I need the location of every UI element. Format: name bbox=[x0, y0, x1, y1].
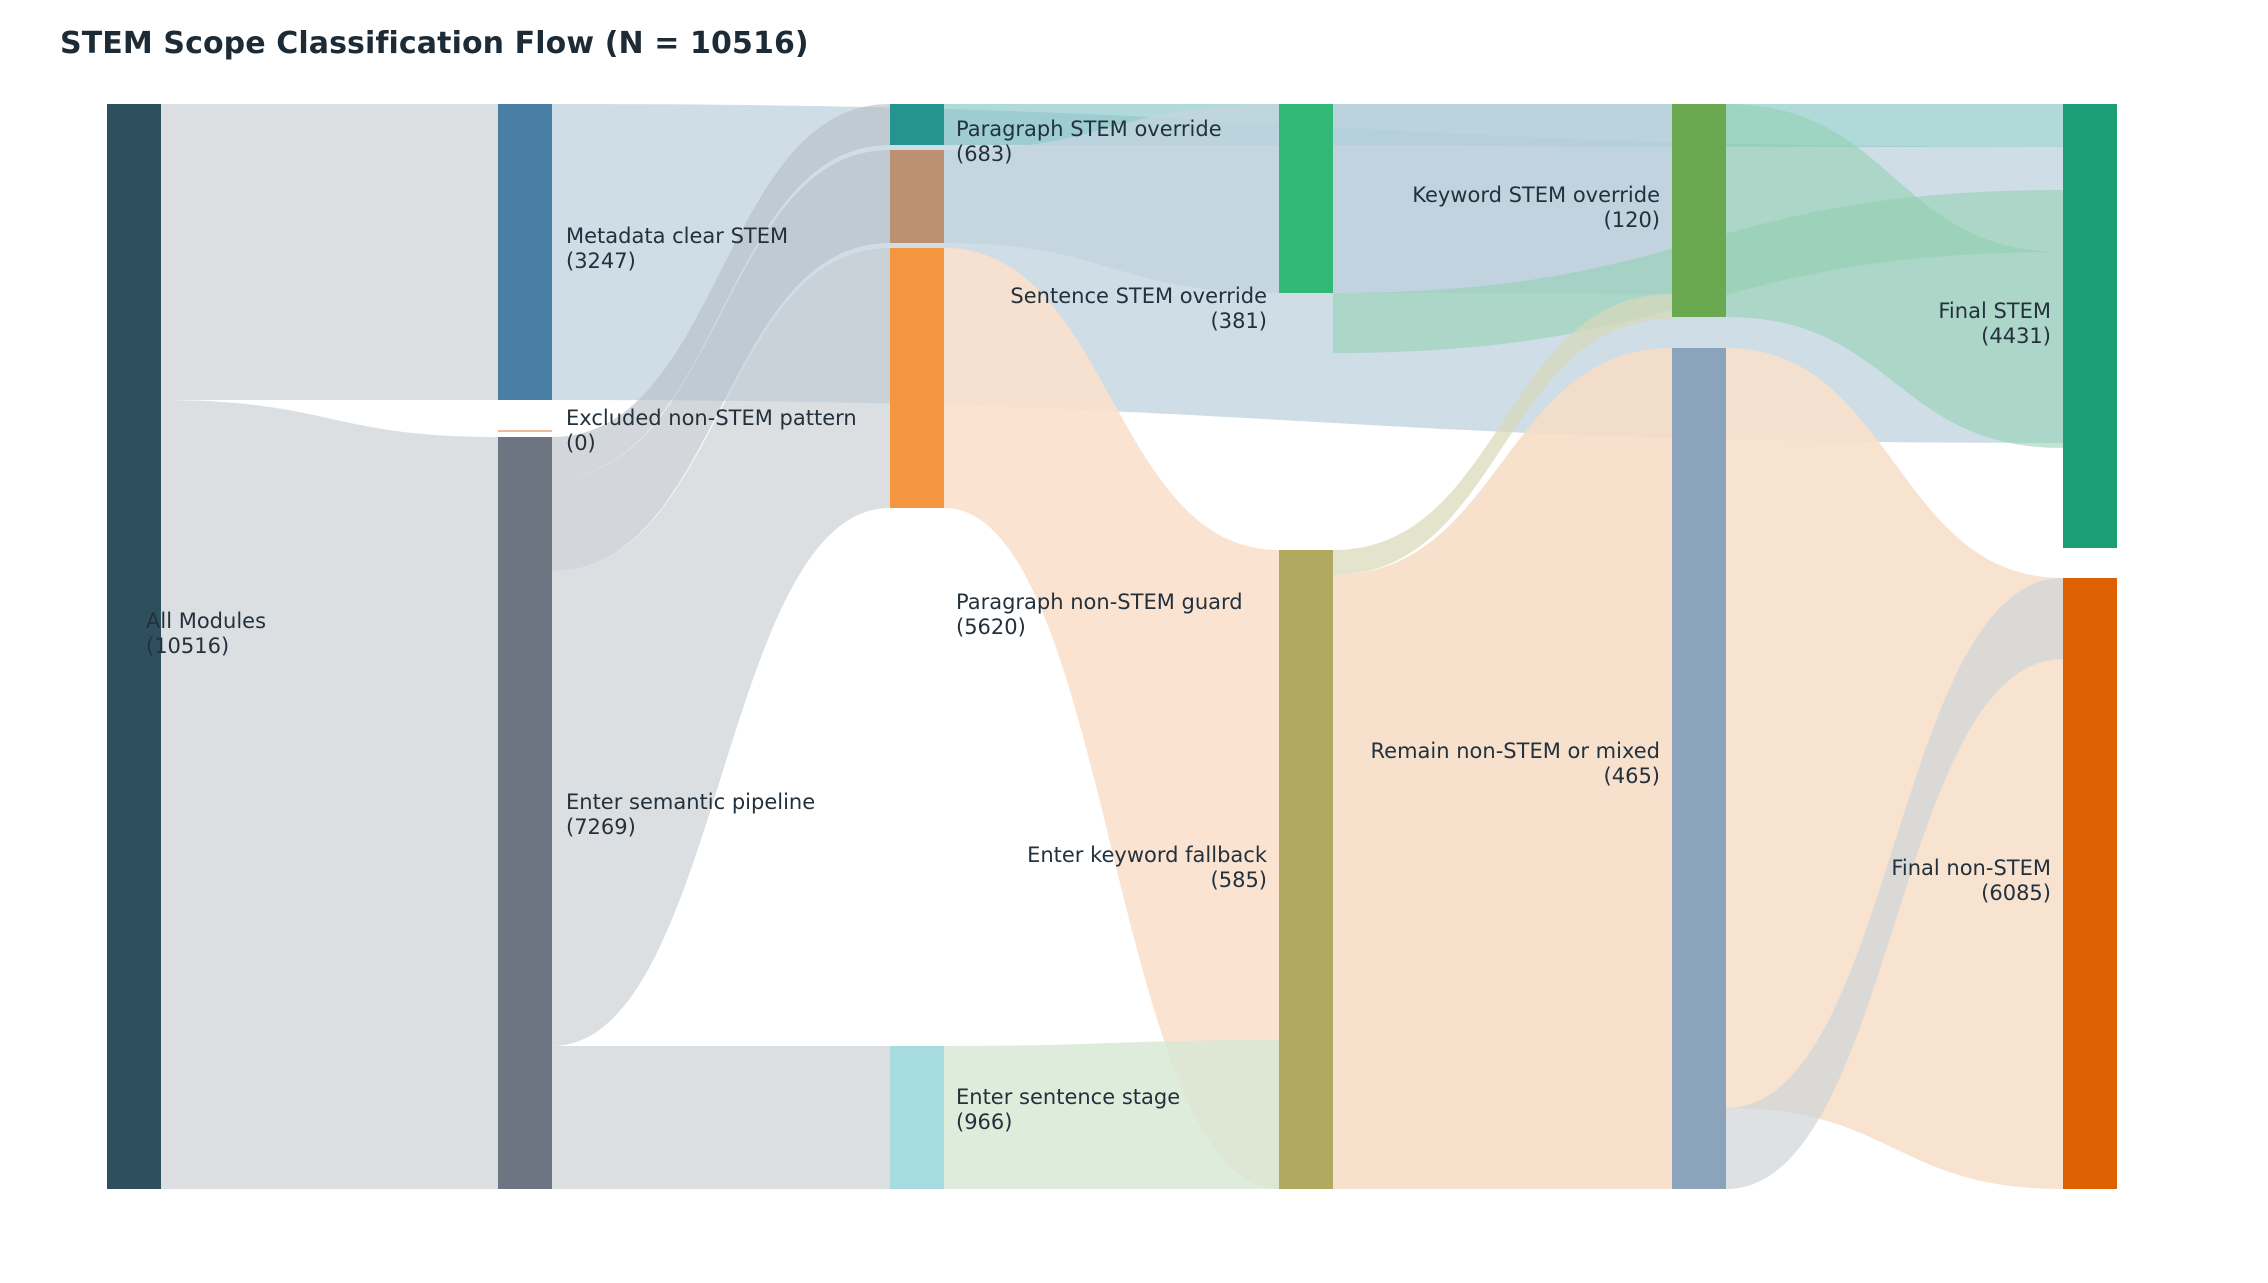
sankey-nodes-layer bbox=[107, 104, 2117, 1189]
sankey-node-remain_nonstem[interactable] bbox=[1672, 348, 1726, 1189]
sankey-link bbox=[552, 1046, 890, 1189]
sankey-node-label-para_guard: Paragraph non-STEM guard(5620) bbox=[956, 590, 1243, 639]
sankey-node-label-sent_stem: Sentence STEM override(381) bbox=[1010, 284, 1267, 333]
sankey-node-excluded_pattern[interactable] bbox=[498, 430, 552, 432]
sankey-node-label-sent_stage: Enter sentence stage(966) bbox=[956, 1085, 1180, 1134]
sankey-node-label-semantic_pipe: Enter semantic pipeline(7269) bbox=[566, 790, 815, 839]
sankey-link bbox=[1333, 104, 1672, 294]
sankey-labels-layer: All Modules(10516) Metadata clear STEM(32… bbox=[146, 117, 2051, 1134]
sankey-link bbox=[1726, 348, 2063, 1189]
sankey-node-metadata_stem[interactable] bbox=[498, 104, 552, 400]
sankey-node-sent_stem_src[interactable] bbox=[890, 150, 944, 243]
sankey-links-layer bbox=[161, 104, 2063, 1189]
sankey-node-semantic_pipe[interactable] bbox=[498, 437, 552, 1189]
page-title: STEM Scope Classification Flow (N = 1051… bbox=[60, 26, 809, 61]
sankey-node-keyword_stem[interactable] bbox=[1672, 104, 1726, 317]
sankey-node-para_guard[interactable] bbox=[890, 248, 944, 508]
sankey-link bbox=[552, 248, 890, 1046]
sankey-node-label-excluded_pattern: Excluded non-STEM pattern(0) bbox=[566, 406, 857, 455]
sankey-link bbox=[161, 400, 498, 1189]
sankey-node-all_modules[interactable] bbox=[107, 104, 161, 1189]
sankey-node-label-metadata_stem: Metadata clear STEM(3247) bbox=[566, 224, 788, 273]
sankey-node-label-remain_nonstem: Remain non-STEM or mixed(465) bbox=[1371, 739, 1660, 788]
sankey-link bbox=[944, 1040, 1279, 1189]
sankey-node-final_nonstem[interactable] bbox=[2063, 578, 2117, 1189]
sankey-link bbox=[552, 150, 890, 571]
sankey-link bbox=[552, 104, 890, 478]
sankey-link bbox=[1726, 104, 2063, 448]
sankey-node-label-keyword_fallback: Enter keyword fallback(585) bbox=[1027, 843, 1268, 892]
sankey-node-sent_stem[interactable] bbox=[1279, 104, 1333, 293]
sankey-link bbox=[161, 104, 498, 400]
sankey-node-sent_stage[interactable] bbox=[890, 1046, 944, 1189]
sankey-node-final_stem[interactable] bbox=[2063, 104, 2117, 548]
sankey-node-label-keyword_stem: Keyword STEM override(120) bbox=[1412, 183, 1660, 232]
sankey-link bbox=[1333, 348, 1672, 1189]
sankey-link bbox=[1333, 294, 1672, 575]
sankey-node-label-final_nonstem: Final non-STEM(6085) bbox=[1891, 856, 2051, 905]
sankey-link bbox=[944, 248, 1279, 1189]
sankey-link bbox=[944, 104, 1279, 293]
sankey-node-label-para_stem: Paragraph STEM override(683) bbox=[956, 117, 1222, 166]
sankey-link bbox=[1726, 578, 2063, 1189]
sankey-node-label-all_modules: All Modules(10516) bbox=[146, 609, 266, 658]
sankey-node-keyword_fallback[interactable] bbox=[1279, 550, 1333, 1189]
sankey-node-label-final_stem: Final STEM(4431) bbox=[1938, 299, 2051, 348]
sankey-node-para_stem[interactable] bbox=[890, 104, 944, 145]
